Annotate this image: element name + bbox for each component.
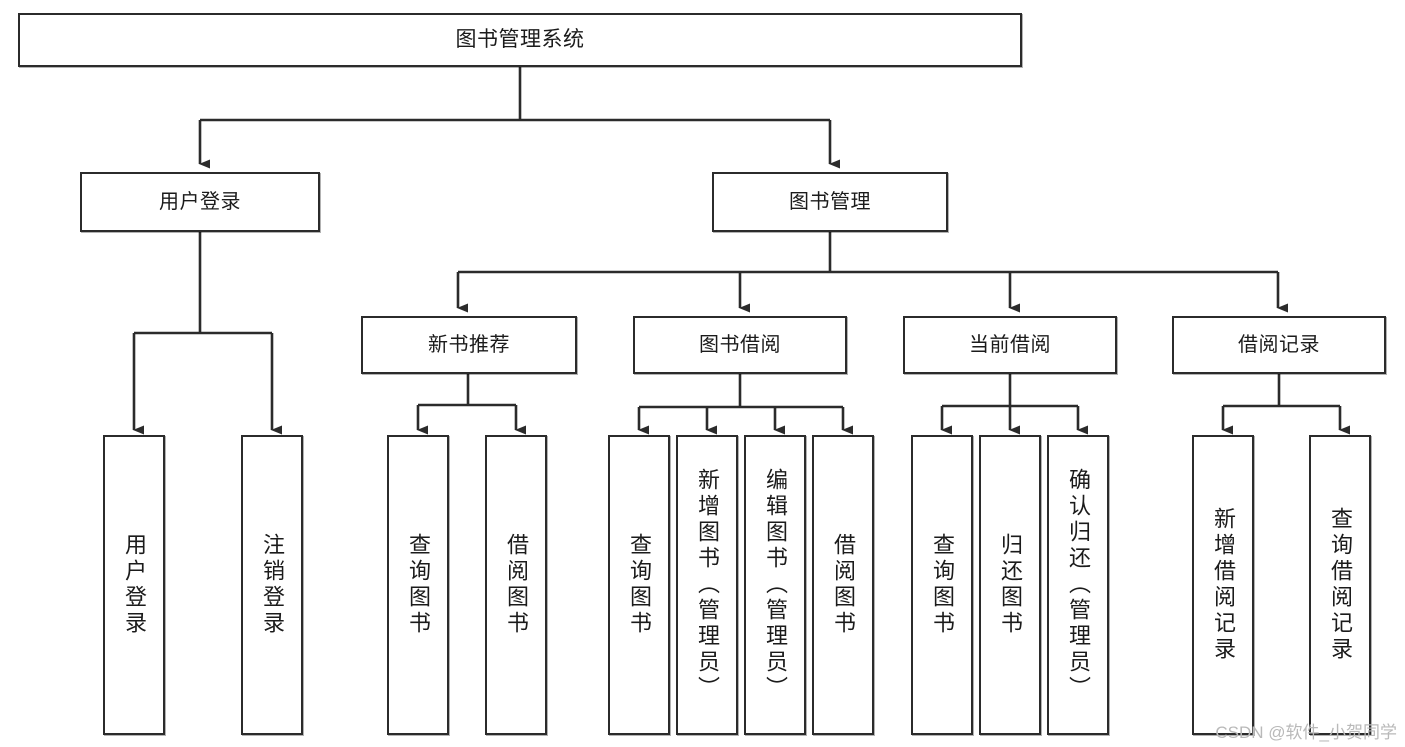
- node-leaf-query-book-1-label: 查询图书: [406, 533, 431, 637]
- node-leaf-query-book-2-label: 查询图书: [627, 533, 652, 637]
- node-new-book-recommend-label: 新书推荐: [428, 333, 510, 356]
- node-leaf-user-login-label: 用户登录: [122, 533, 147, 637]
- node-leaf-add-book[interactable]: 新增图书（管理员）: [676, 435, 738, 735]
- node-leaf-query-record[interactable]: 查询借阅记录: [1309, 435, 1371, 735]
- node-user-login-label: 用户登录: [159, 190, 241, 213]
- node-leaf-query-record-label: 查询借阅记录: [1328, 507, 1353, 663]
- node-leaf-borrow-book-1[interactable]: 借阅图书: [485, 435, 547, 735]
- node-leaf-logout-label: 注销登录: [260, 533, 285, 637]
- node-current-borrow[interactable]: 当前借阅: [903, 316, 1117, 374]
- node-leaf-confirm-return-label: 确认归还（管理员）: [1066, 468, 1091, 702]
- node-leaf-user-login[interactable]: 用户登录: [103, 435, 165, 735]
- node-leaf-edit-book-label: 编辑图书（管理员）: [763, 468, 788, 702]
- node-leaf-return-book[interactable]: 归还图书: [979, 435, 1041, 735]
- node-leaf-query-book-2[interactable]: 查询图书: [608, 435, 670, 735]
- node-book-manage-label: 图书管理: [789, 190, 871, 213]
- node-leaf-add-book-label: 新增图书（管理员）: [695, 468, 720, 702]
- node-leaf-borrow-book-2-label: 借阅图书: [831, 533, 856, 637]
- node-leaf-confirm-return[interactable]: 确认归还（管理员）: [1047, 435, 1109, 735]
- node-root-label: 图书管理系统: [455, 28, 585, 52]
- node-new-book-recommend[interactable]: 新书推荐: [361, 316, 577, 374]
- node-book-borrow-label: 图书借阅: [699, 333, 781, 356]
- node-leaf-add-record[interactable]: 新增借阅记录: [1192, 435, 1254, 735]
- node-leaf-query-book-3-label: 查询图书: [930, 533, 955, 637]
- node-borrow-record[interactable]: 借阅记录: [1172, 316, 1386, 374]
- node-leaf-logout[interactable]: 注销登录: [241, 435, 303, 735]
- node-leaf-query-book-1[interactable]: 查询图书: [387, 435, 449, 735]
- node-leaf-add-record-label: 新增借阅记录: [1211, 507, 1236, 663]
- node-leaf-query-book-3[interactable]: 查询图书: [911, 435, 973, 735]
- csdn-watermark: CSDN @软件_小贺同学: [1215, 723, 1397, 742]
- node-user-login[interactable]: 用户登录: [80, 172, 320, 232]
- node-current-borrow-label: 当前借阅: [969, 333, 1051, 356]
- node-leaf-borrow-book-1-label: 借阅图书: [504, 533, 529, 637]
- node-leaf-edit-book[interactable]: 编辑图书（管理员）: [744, 435, 806, 735]
- node-leaf-return-book-label: 归还图书: [998, 533, 1023, 637]
- node-root[interactable]: 图书管理系统: [18, 13, 1022, 67]
- node-leaf-borrow-book-2[interactable]: 借阅图书: [812, 435, 874, 735]
- node-book-manage[interactable]: 图书管理: [712, 172, 948, 232]
- node-book-borrow[interactable]: 图书借阅: [633, 316, 847, 374]
- node-borrow-record-label: 借阅记录: [1238, 333, 1320, 356]
